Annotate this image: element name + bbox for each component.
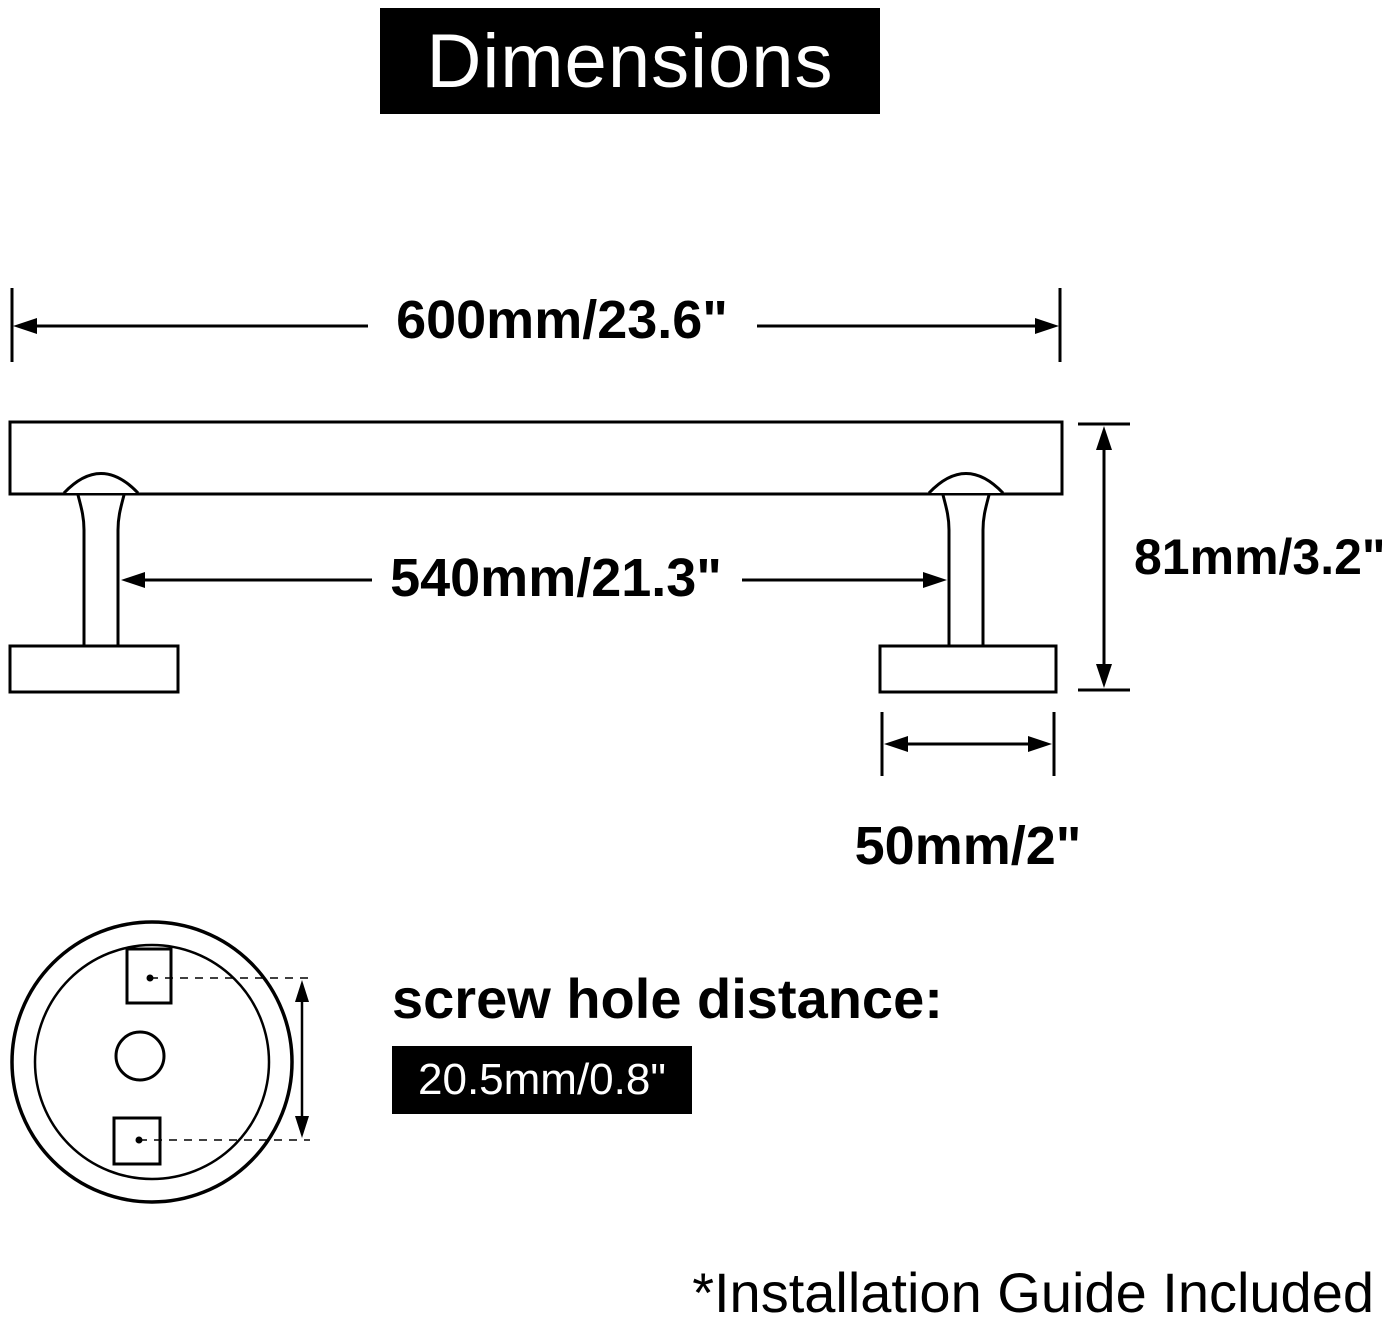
overall-length-label: 600mm/23.6" [396,290,728,350]
page-title: Dimensions [426,18,834,104]
title-banner: Dimensions [380,8,880,114]
height-label: 81mm/3.2" [1134,529,1382,585]
dimension-line-base-width [880,712,1056,776]
dimension-line-height [1078,422,1130,692]
dimension-line-screw-hole-distance [139,977,310,1141]
installation-guide-footnote: *Installation Guide Included [692,1261,1374,1324]
screw-hole-distance-heading: screw hole distance: [392,967,943,1030]
post-spacing-label: 540mm/21.3" [390,548,722,608]
towel-bar [8,420,1064,694]
base-width-label: 50mm/2" [854,816,1082,876]
dimension-line-post-spacing [121,572,947,588]
screw-hole-distance-value-badge: 20.5mm/0.8" [392,1046,692,1114]
wall-plate-detail [10,920,294,1204]
dimension-line-overall-length [10,288,1062,362]
